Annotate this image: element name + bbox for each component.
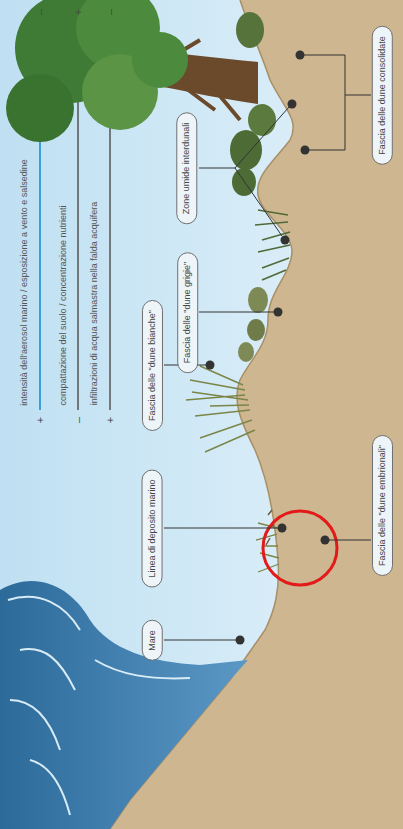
leader-dot	[278, 524, 287, 533]
shrub	[248, 287, 268, 313]
zone-label: Fascia delle "dune embrionali"	[371, 435, 392, 576]
leader-dot	[206, 361, 215, 370]
leader-dot	[301, 146, 310, 155]
leader-line	[164, 640, 236, 641]
leader-bracket	[304, 55, 345, 150]
gradient-sign: –	[104, 9, 116, 15]
leader-dot	[274, 308, 283, 317]
leader-dots	[206, 51, 330, 645]
shrub	[232, 168, 256, 196]
shrub	[238, 342, 254, 362]
leader-dot	[296, 51, 305, 60]
zone-label: Zone umide interdunali	[176, 112, 197, 224]
leader-dot	[281, 236, 290, 245]
leader-lines	[164, 55, 371, 640]
leader-line	[329, 540, 371, 541]
zone-label-text: Fascia delle "dune embrionali"	[376, 445, 387, 566]
leader-line	[199, 168, 235, 169]
gradient-sign: –	[72, 417, 84, 423]
sea	[0, 581, 248, 829]
zone-label: Linea di deposito marino	[142, 469, 163, 587]
zone-label-text: Zone umide interdunali	[181, 122, 192, 214]
zone-label: Mare	[141, 620, 162, 661]
gradient-caption: intensità dell'aerosol marino / esposizi…	[19, 159, 30, 405]
shrub	[248, 104, 276, 136]
gradient-sign: –	[34, 9, 46, 15]
shrub	[236, 12, 264, 48]
zone-label-text: Linea di deposito marino	[147, 479, 158, 577]
wave-foam	[8, 597, 190, 815]
tree-crown	[132, 32, 188, 88]
leader-dot	[236, 636, 245, 645]
leader-line	[345, 95, 371, 96]
leader-line	[235, 107, 289, 168]
gradient-caption: infiltrazioni di acqua salmastra nella f…	[89, 201, 100, 405]
gradient-sign: +	[104, 417, 116, 423]
gradient-caption: compattazione del suolo / concentrazione…	[58, 205, 69, 405]
leader-line	[235, 168, 282, 236]
leader-line	[199, 312, 274, 313]
leader-dot	[288, 100, 297, 109]
leader-line	[164, 528, 278, 529]
highlight-circle	[263, 511, 337, 585]
dune-grass	[186, 366, 255, 452]
zone-label-text: Mare	[146, 630, 157, 651]
zone-label: Fascia delle "dune bianche"	[141, 300, 162, 431]
shrub	[247, 319, 265, 341]
gradient-sign: +	[72, 9, 84, 15]
zone-label: Fascia delle dune consolidate	[371, 26, 392, 165]
zone-label-text: Fascia delle "dune grigie"	[182, 261, 193, 362]
shrub	[230, 130, 262, 170]
reeds	[255, 210, 290, 280]
tree-crown	[6, 74, 74, 142]
gradient-sign: +	[34, 417, 46, 423]
zone-label: Fascia delle "dune grigie"	[177, 251, 198, 372]
zone-label-text: Fascia delle "dune bianche"	[146, 310, 157, 421]
zone-label-text: Fascia delle dune consolidate	[376, 36, 387, 155]
leader-dot	[321, 536, 330, 545]
